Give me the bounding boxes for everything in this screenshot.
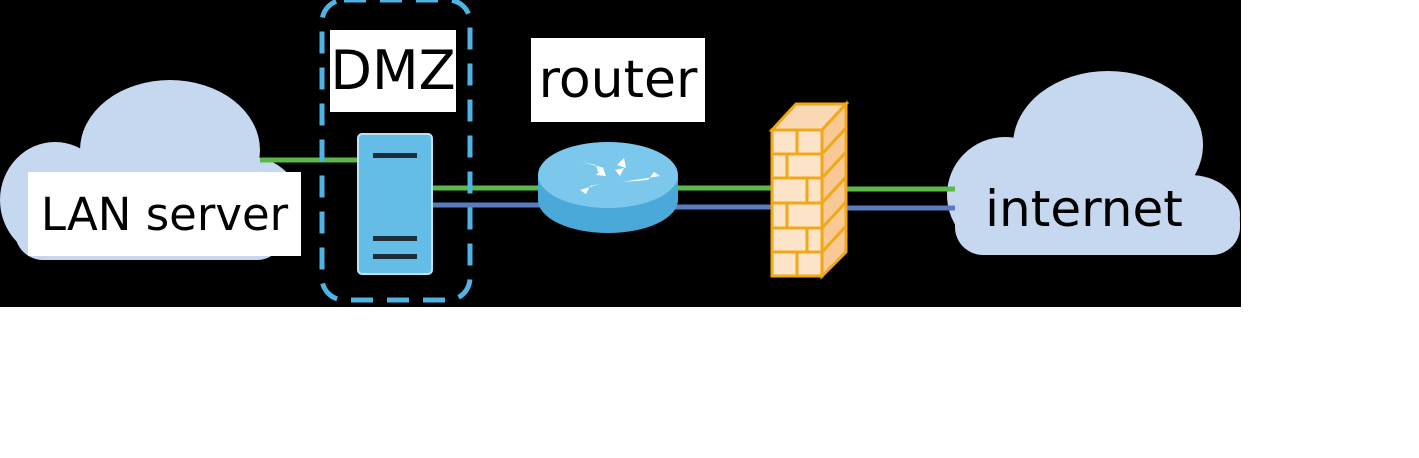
lan-server-label: LAN server xyxy=(28,172,301,256)
internet-label: internet xyxy=(985,180,1183,238)
firewall-icon xyxy=(768,100,850,280)
dmz-zone-border xyxy=(319,0,473,303)
network-links xyxy=(260,157,955,211)
internet-cloud-icon xyxy=(947,71,1240,255)
dmz-label: DMZ xyxy=(330,30,456,112)
router-icon xyxy=(538,142,678,233)
router-label: router xyxy=(531,38,705,122)
server-icon xyxy=(357,133,433,275)
